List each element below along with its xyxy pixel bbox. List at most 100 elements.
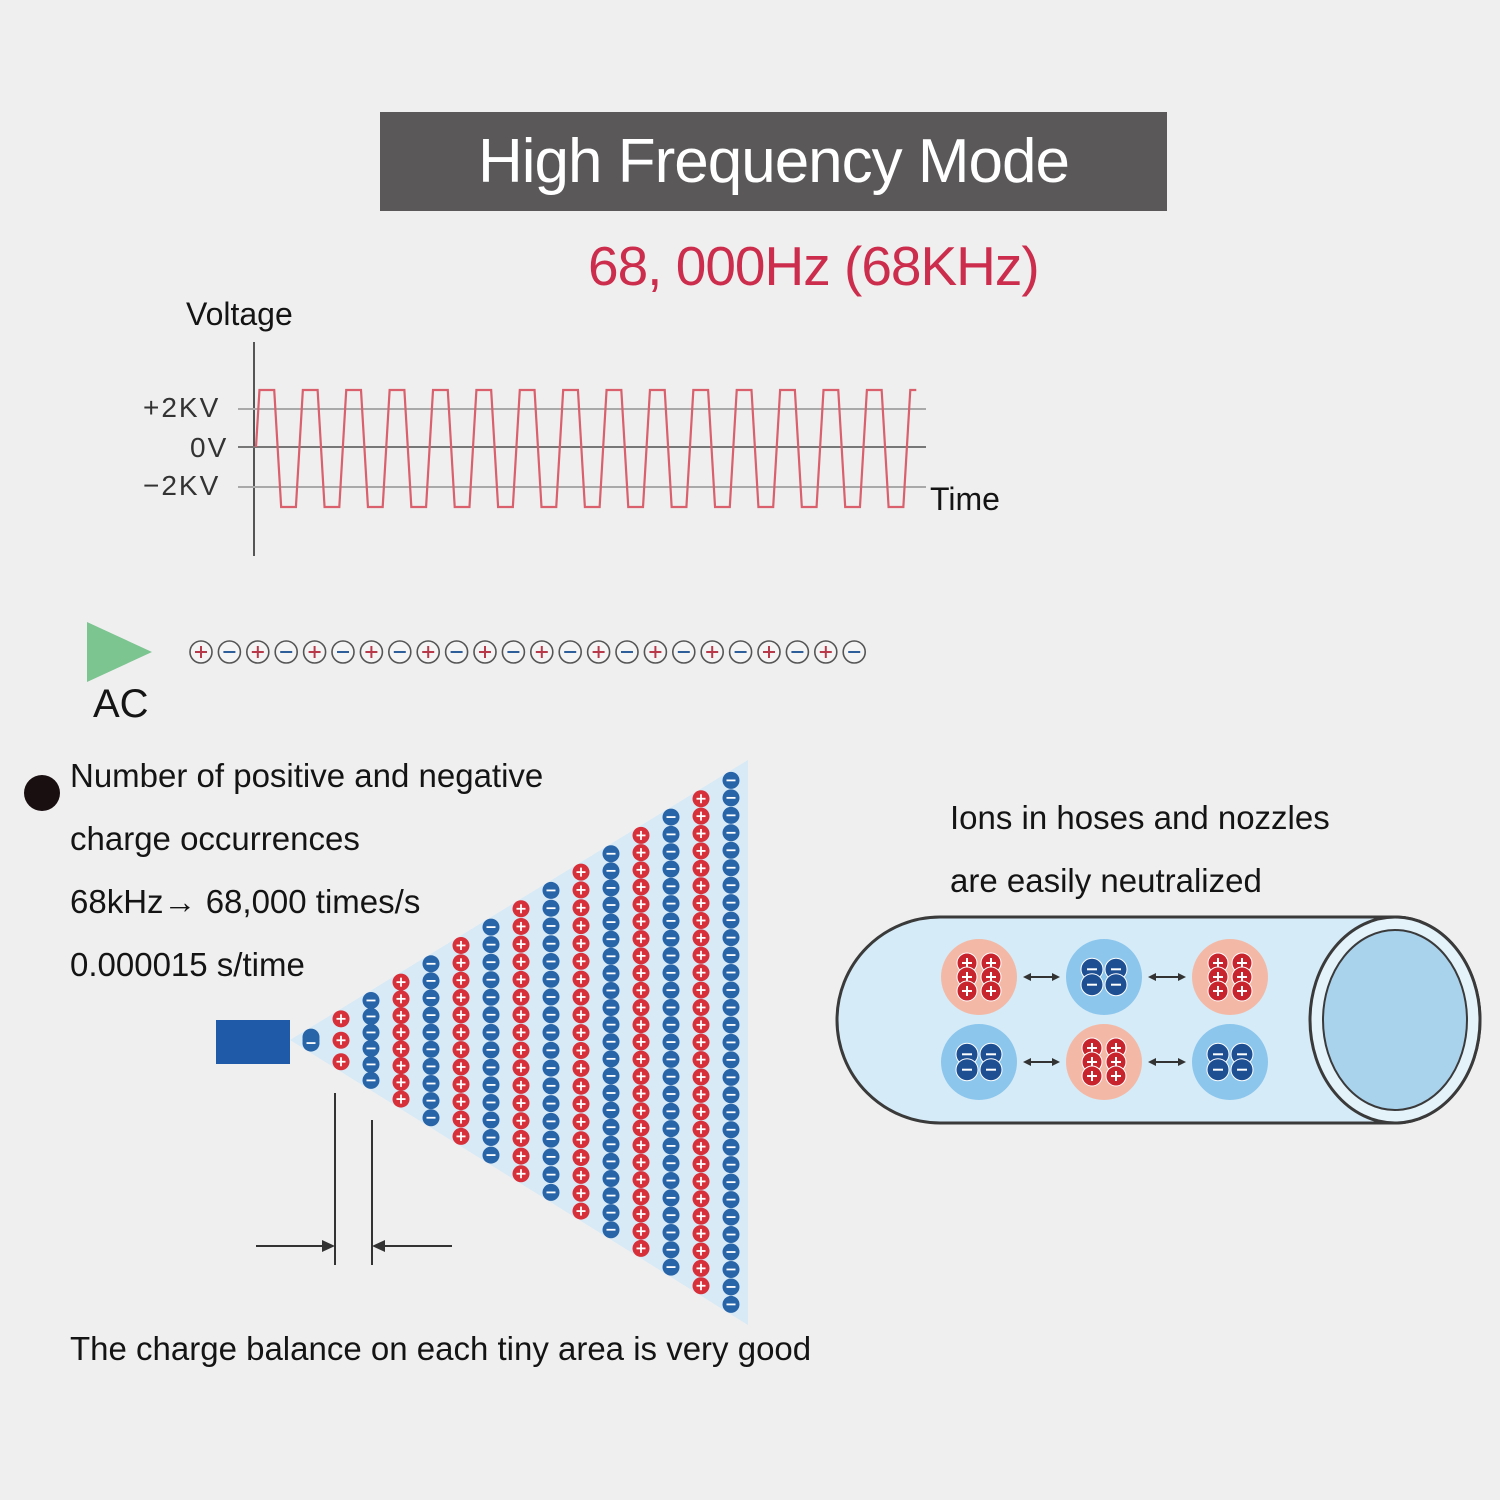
negative-ion: [542, 1112, 560, 1130]
positive-ion: [632, 1050, 650, 1068]
negative-ion: [422, 1092, 440, 1110]
positive-ion: [632, 930, 650, 948]
positive-ion: [692, 929, 710, 947]
positive-ion: [512, 1059, 530, 1077]
negative-ion: [362, 1055, 380, 1073]
negative-ion: [662, 1033, 680, 1051]
positive-ion: [572, 1113, 590, 1131]
positive-ion: [813, 640, 838, 664]
positive-ion: [512, 1076, 530, 1094]
negative-ion: [722, 1191, 740, 1209]
negative-ion: [602, 1033, 620, 1051]
negative-ion: [362, 991, 380, 1009]
negative-ion: [422, 1057, 440, 1075]
hose-caption: Ions in hoses and nozzles are easily neu…: [950, 786, 1330, 912]
positive-ion: [632, 1239, 650, 1257]
positive-ion: [632, 1136, 650, 1154]
positive-ion: [359, 640, 384, 664]
title-banner: High Frequency Mode: [380, 112, 1167, 211]
negative-ion: [662, 1050, 680, 1068]
positive-ion: [632, 1188, 650, 1206]
negative-ion: [662, 1068, 680, 1086]
positive-ion: [452, 971, 470, 989]
negative-ion: [422, 955, 440, 973]
negative-ion: [542, 935, 560, 953]
ac-label: AC: [93, 682, 149, 726]
tick-0v: 0V: [190, 432, 229, 463]
hose-opening-inner: [1322, 929, 1468, 1111]
positive-ion: [632, 1222, 650, 1240]
negative-ion: [602, 1016, 620, 1034]
negative-ion: [542, 952, 560, 970]
positive-ion: [512, 970, 530, 988]
double-arrow-icon: [1148, 1058, 1186, 1066]
negative-ion: [542, 1095, 560, 1113]
positive-ion: [512, 900, 530, 918]
negative-ion: [722, 964, 740, 982]
positive-ion: [586, 640, 611, 664]
negative-ion: [482, 936, 500, 954]
negative-ion-cluster: [1192, 1024, 1268, 1100]
negative-ion: [722, 1033, 740, 1051]
positive-ion: [632, 981, 650, 999]
positive-ion: [392, 990, 410, 1008]
negative-ion: [662, 929, 680, 947]
positive-ion: [643, 640, 668, 664]
positive-ion: [632, 947, 650, 965]
negative-ion: [842, 640, 867, 664]
tick-plus-2kv: +2KV: [143, 392, 221, 423]
positive-ion: [512, 1023, 530, 1041]
description-line: 0.000015 s/time: [70, 946, 305, 983]
play-arrow-icon: [87, 622, 152, 682]
positive-ion: [572, 1042, 590, 1060]
positive-ion: [572, 917, 590, 935]
ac-ion-sequence: [189, 640, 867, 664]
negative-ion: [722, 998, 740, 1016]
negative-ion: [615, 640, 639, 664]
negative-ion: [662, 1241, 680, 1259]
y-axis-label: Voltage: [186, 296, 293, 332]
negative-ion: [662, 947, 680, 965]
positive-ion: [572, 1077, 590, 1095]
negative-ion: [722, 1103, 740, 1121]
negative-ion: [602, 896, 620, 914]
positive-ion: [757, 640, 781, 664]
negative-ion: [662, 1189, 680, 1207]
spray-ions: [302, 771, 740, 1313]
negative-ion: [542, 899, 560, 917]
negative-ion: [542, 1041, 560, 1059]
positive-ion: [452, 1058, 470, 1076]
negative-ion: [542, 1059, 560, 1077]
negative-ion: [602, 1187, 620, 1205]
positive-ion: [692, 1051, 710, 1069]
negative-ion: [602, 1169, 620, 1187]
negative-ion: [662, 998, 680, 1016]
positive-ion: [572, 863, 590, 881]
positive-ion: [512, 953, 530, 971]
positive-ion: [632, 1171, 650, 1189]
description-text: Number of positive and negative charge o…: [70, 744, 543, 996]
positive-ion: [692, 842, 710, 860]
negative-ion: [602, 999, 620, 1017]
negative-ion: [662, 1172, 680, 1190]
positive-ion: [692, 1172, 710, 1190]
positive-ion-cluster: [941, 939, 1017, 1015]
negative-ion: [602, 1084, 620, 1102]
positive-ion: [692, 859, 710, 877]
negative-ion: [722, 911, 740, 929]
positive-ion: [452, 989, 470, 1007]
positive-ion: [572, 1095, 590, 1113]
negative-ion: [602, 1152, 620, 1170]
double-arrow-icon: [1023, 973, 1060, 981]
positive-ion: [452, 1127, 470, 1145]
positive-ion: [692, 894, 710, 912]
negative-ion: [662, 1154, 680, 1172]
positive-ion: [452, 1023, 470, 1041]
positive-ion: [332, 1010, 350, 1028]
negative-ion: [728, 640, 753, 664]
negative-ion: [331, 640, 355, 664]
positive-ion: [632, 1067, 650, 1085]
negative-ion: [602, 1135, 620, 1153]
